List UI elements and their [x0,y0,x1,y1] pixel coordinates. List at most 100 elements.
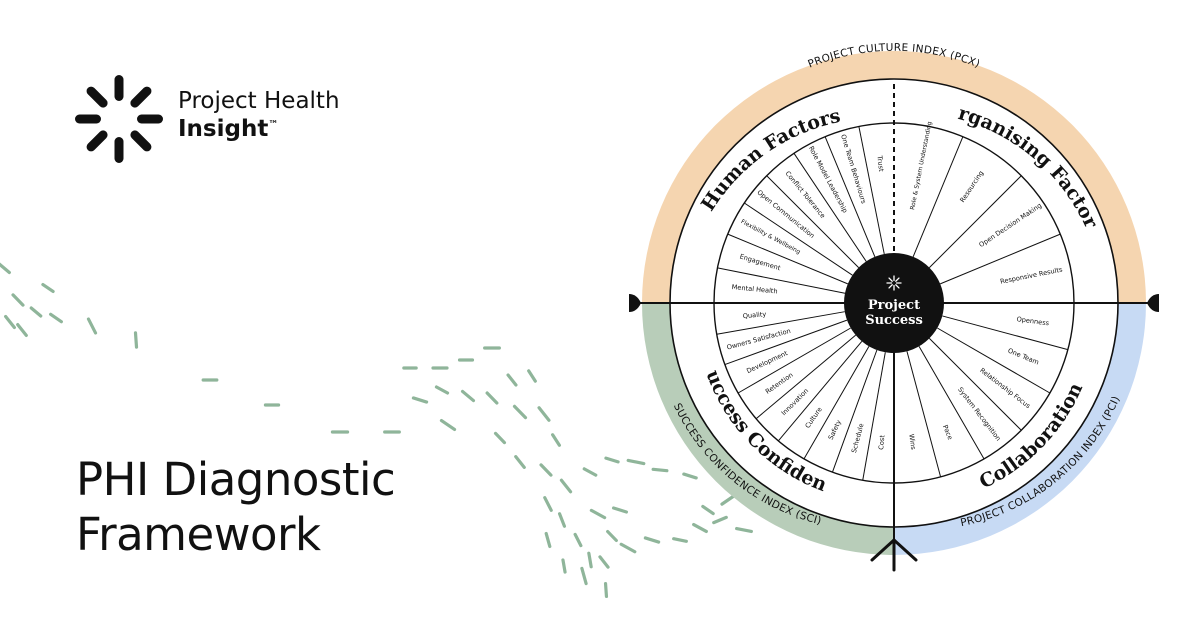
hub-ray [895,284,900,289]
segment-divider [831,349,878,473]
decorative-dash [512,404,528,420]
brand-logo: Project Health Insight™ [74,74,374,164]
trademark: ™ [268,118,279,130]
decorative-dash [434,385,450,395]
decorative-dash [41,282,55,294]
decorative-dash [16,323,28,337]
segment-divider [942,315,1068,351]
decorative-dash [619,542,637,554]
pci-band [894,303,1146,555]
decorative-dash [606,529,618,543]
decorative-dash [29,306,43,318]
decorative-dash [11,293,25,307]
decorative-dash [514,455,526,469]
segment-divider [937,327,1051,394]
decorative-dash [587,551,593,569]
segment-divider [912,136,964,257]
logo-ray [86,130,108,152]
sci-band [642,303,894,555]
hub-ray [895,277,900,282]
segment-divider [717,267,846,294]
marker-bottom [870,537,918,572]
center-label-line2: Success [865,313,923,328]
decorative-dash [582,467,598,477]
brand-text: Project Health Insight™ [178,88,340,143]
decorative-dash [561,558,567,574]
decorative-dash [720,494,736,506]
decorative-dash [551,433,561,447]
decorative-dash [49,312,63,324]
segment-divider [858,126,885,255]
decorative-dash [411,396,429,404]
segment-label-success_confidence: Cost [877,434,886,450]
decorative-dash [506,373,518,387]
logo-ray [114,137,124,163]
marker-right [1147,294,1159,312]
decorative-dash [544,531,552,549]
brand-line1: Project Health [178,88,340,114]
segment-divider [906,351,942,477]
segment-divider [929,338,1022,431]
decorative-dash [672,537,688,543]
logo-ray [86,86,108,108]
segment-divider [777,340,863,442]
decorative-dash [692,522,708,534]
decorative-dash [557,512,567,528]
decorative-dash [527,369,537,383]
segment-divider [824,136,876,257]
decorative-dash [539,463,553,477]
logo-ray [114,75,124,101]
decorative-dash [460,389,476,403]
segment-divider [727,233,848,285]
segment-divider [766,175,859,268]
decorative-dash [485,391,499,405]
marker-left [629,294,641,312]
segment-divider [755,334,857,420]
decorative-dash [86,317,98,335]
segment-divider [724,319,848,366]
decorative-dash [682,472,698,480]
hub-ray [888,284,893,289]
decorative-dash [712,515,728,525]
segment-divider [737,327,851,394]
decorative-dash [543,496,553,512]
segment-spokes [716,126,1068,481]
starburst-logo-icon [75,75,163,163]
hub-ray [888,277,893,282]
center-hub [844,253,944,353]
segment-divider [929,175,1022,268]
decorative-dash [626,458,646,466]
decorative-dash [643,536,661,544]
segment-divider [940,233,1061,285]
decorative-dash [604,456,620,464]
decorative-dash [4,314,16,330]
segment-divider [918,346,985,460]
decorative-dash [439,418,457,432]
center-label-line1: Project [868,298,920,313]
segment-label-success_confidence: Quality [742,310,766,320]
logo-ray [130,130,152,152]
decorative-dash [573,532,583,548]
segment-divider [862,352,886,481]
logo-ray [130,86,152,108]
logo-ray [75,114,101,124]
decorative-dash [133,331,139,349]
brand-name: Insight [178,115,269,142]
decorative-dash [537,406,551,422]
segment-label-human_factors: Trust [875,154,885,172]
decorative-dash [559,478,573,494]
decorative-dash [0,262,11,275]
page-title: PHI Diagnostic Framework [76,452,396,562]
decorative-dash [603,581,609,599]
decorative-dash [701,504,715,516]
segment-divider [803,346,870,460]
title-line2: Framework [76,508,321,561]
segment-divider [744,202,853,276]
decorative-dash [651,467,669,473]
pcx-band [642,51,1146,303]
brand-line2: Insight™ [178,116,340,144]
segment-divider [793,153,867,262]
decorative-dash [611,506,629,514]
